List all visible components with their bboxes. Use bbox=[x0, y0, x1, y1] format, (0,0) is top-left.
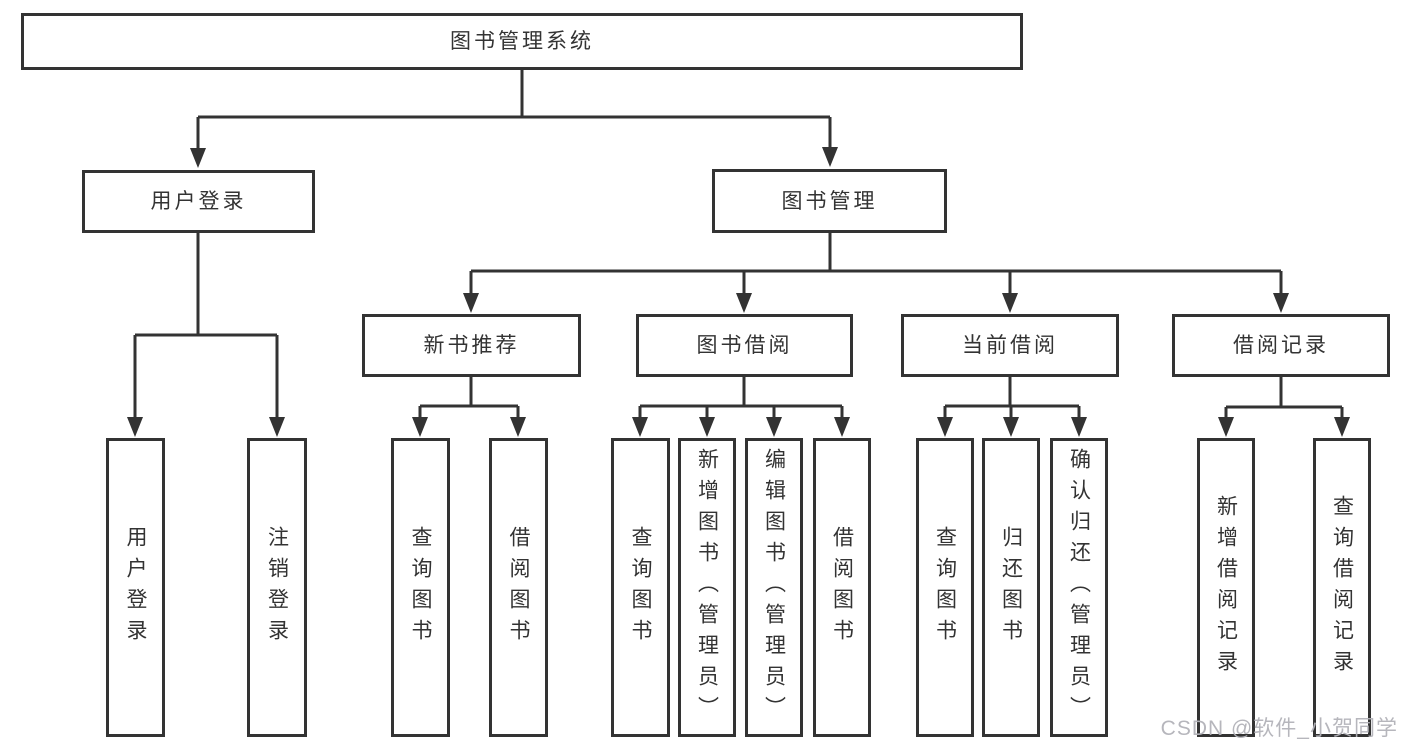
node-book-management: 图书管理 bbox=[712, 169, 947, 233]
leaf-logout-login: 注销登录 bbox=[247, 438, 307, 737]
leaf-label: 新增图书（管理员） bbox=[695, 448, 719, 727]
leaf-label: 查询图书 bbox=[933, 525, 957, 650]
node-label: 用户登录 bbox=[150, 190, 247, 213]
leaf-label: 注销登录 bbox=[265, 525, 289, 650]
arrowheads bbox=[127, 147, 1350, 437]
leaf-return-books: 归还图书 bbox=[982, 438, 1040, 737]
leaf-label: 借阅图书 bbox=[507, 525, 530, 650]
node-borrow-records: 借阅记录 bbox=[1172, 314, 1390, 377]
node-user-login: 用户登录 bbox=[82, 170, 315, 233]
node-label: 借阅记录 bbox=[1233, 334, 1329, 357]
leaf-label: 借阅图书 bbox=[830, 525, 854, 650]
leaf-borrow-books: 借阅图书 bbox=[489, 438, 548, 737]
leaf-edit-books-admin: 编辑图书（管理员） bbox=[745, 438, 803, 737]
leaf-query-borrow-record: 查询借阅记录 bbox=[1313, 438, 1371, 737]
leaf-add-books-admin: 新增图书（管理员） bbox=[678, 438, 736, 737]
leaf-label: 查询图书 bbox=[629, 525, 652, 650]
leaf-label: 查询借阅记录 bbox=[1330, 494, 1354, 681]
leaf-query-books: 查询图书 bbox=[391, 438, 450, 737]
node-new-book-recommend: 新书推荐 bbox=[362, 314, 581, 377]
leaf-borrow-books: 借阅图书 bbox=[813, 438, 871, 737]
leaf-label: 归还图书 bbox=[999, 525, 1023, 650]
node-label: 图书管理 bbox=[781, 189, 878, 213]
leaf-label: 用户登录 bbox=[124, 525, 147, 650]
node-current-borrow: 当前借阅 bbox=[901, 314, 1119, 377]
leaf-label: 新增借阅记录 bbox=[1214, 494, 1238, 681]
node-book-borrow: 图书借阅 bbox=[636, 314, 853, 377]
leaf-label: 确认归还（管理员） bbox=[1067, 448, 1091, 727]
leaf-label: 编辑图书（管理员） bbox=[762, 448, 786, 727]
node-label: 新书推荐 bbox=[423, 334, 520, 357]
csdn-watermark: CSDN @软件_小贺同学 bbox=[1160, 717, 1398, 740]
leaf-label: 查询图书 bbox=[409, 525, 432, 650]
node-library-management-system: 图书管理系统 bbox=[21, 13, 1023, 70]
node-label: 图书管理系统 bbox=[450, 30, 594, 53]
leaf-query-books: 查询图书 bbox=[611, 438, 670, 737]
leaf-confirm-return-admin: 确认归还（管理员） bbox=[1050, 438, 1108, 737]
leaf-add-borrow-record: 新增借阅记录 bbox=[1197, 438, 1255, 737]
leaf-user-login: 用户登录 bbox=[106, 438, 165, 737]
leaf-query-books: 查询图书 bbox=[916, 438, 974, 737]
node-label: 图书借阅 bbox=[696, 334, 793, 357]
node-label: 当前借阅 bbox=[962, 334, 1058, 357]
